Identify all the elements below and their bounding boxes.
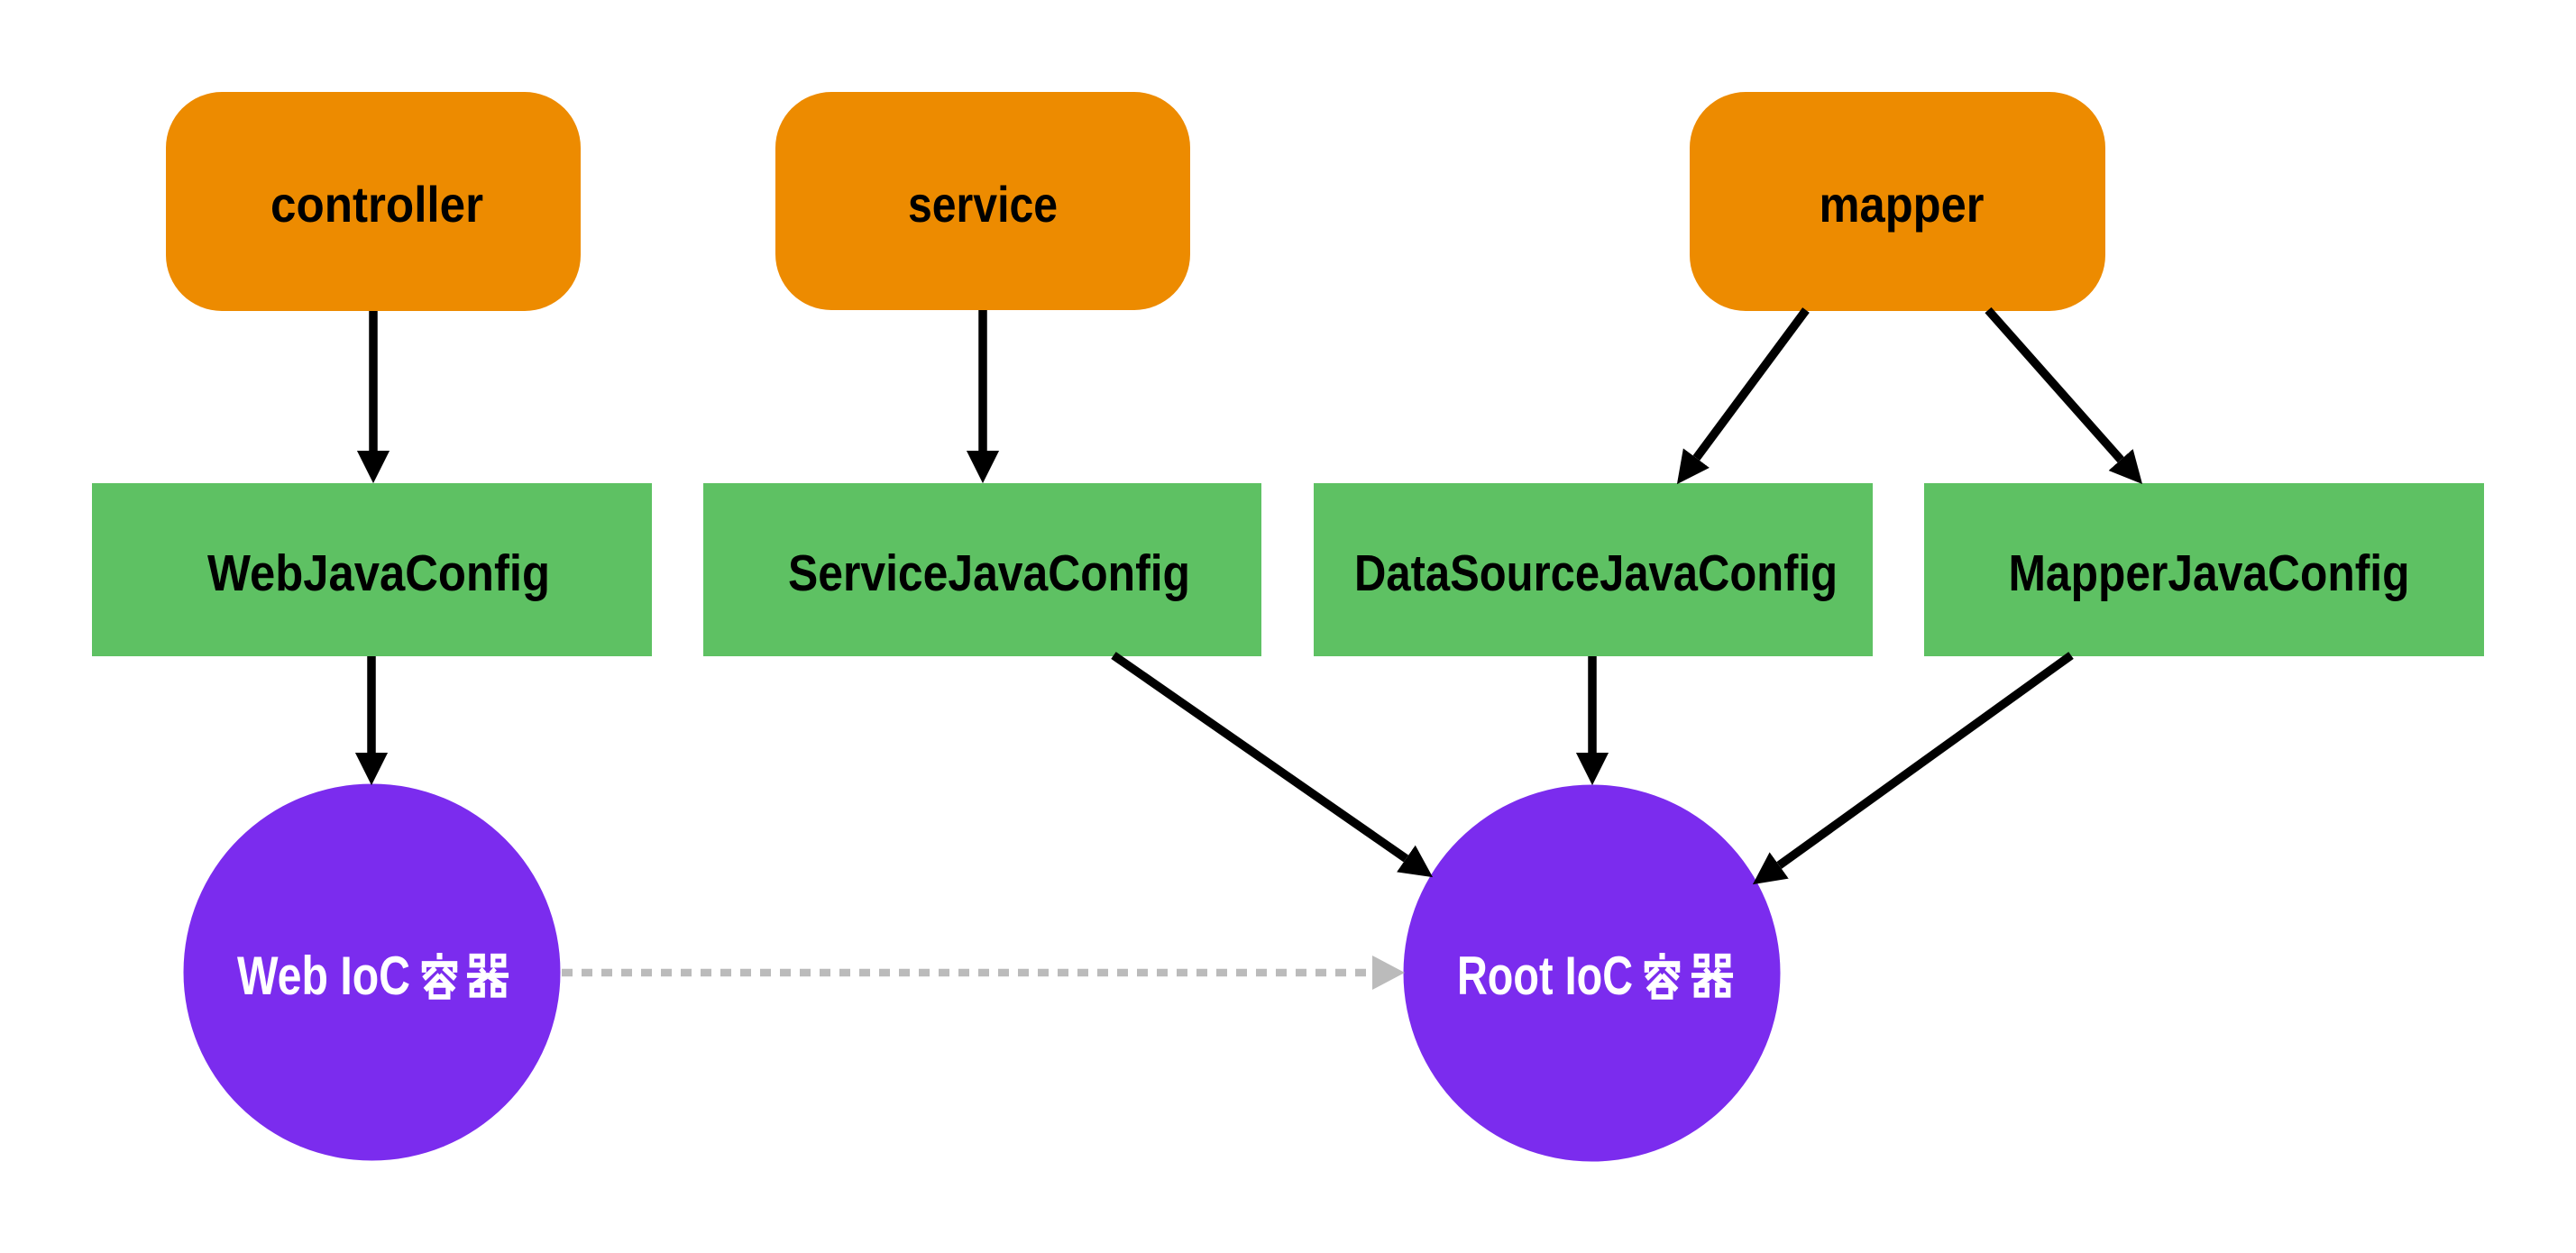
svg-text:WebJavaConfig: WebJavaConfig (207, 544, 550, 602)
svg-text:Web IoC: Web IoC (237, 946, 410, 1006)
svg-text:DataSourceJavaConfig: DataSourceJavaConfig (1354, 544, 1838, 602)
svg-text:Root IoC: Root IoC (1457, 946, 1633, 1006)
svg-text:mapper: mapper (1820, 176, 1985, 233)
svg-text:ServiceJavaConfig: ServiceJavaConfig (788, 544, 1190, 602)
svg-text:MapperJavaConfig: MapperJavaConfig (2009, 544, 2410, 602)
svg-text:controller: controller (270, 176, 483, 233)
svg-text:service: service (908, 176, 1058, 233)
